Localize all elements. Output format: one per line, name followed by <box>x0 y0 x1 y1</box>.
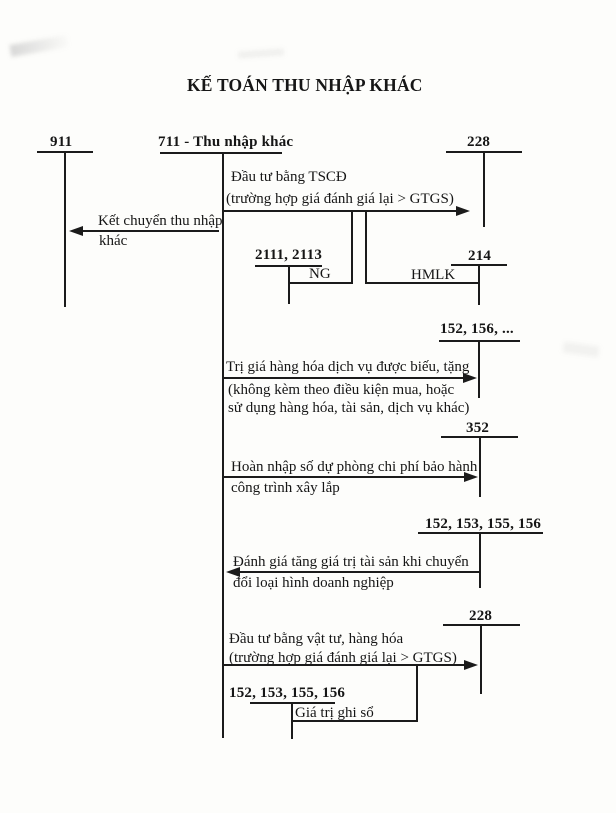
connector-ng-drop <box>351 211 353 284</box>
label-gia-tri-ghi-so: Giá trị ghi sổ <box>295 705 374 721</box>
account-152-156-stem <box>478 340 480 398</box>
flow-dau-tu-tscd-line1: Đầu tư bằng TSCĐ <box>231 169 347 185</box>
account-911-stem <box>64 151 66 307</box>
arrow-bieu-tang-head-right <box>463 373 477 383</box>
account-352-number: 352 <box>466 420 490 436</box>
account-352-stem <box>479 436 481 497</box>
arrow-hoan-nhap-head-right <box>464 472 478 482</box>
account-228-top-number: 228 <box>467 134 491 150</box>
connector-hmlk-line <box>367 282 479 284</box>
flow-danh-gia-line2: đổi loại hình doanh nghiệp <box>233 575 394 591</box>
arrow-bieu-tang-line <box>223 377 463 379</box>
arrow-ket-chuyen-head-left <box>69 226 83 236</box>
account-2111-2113-number: 2111, 2113 <box>255 247 323 263</box>
account-711-number: 711 - Thu nhập khác <box>158 134 294 150</box>
arrow-dau-tu-vat-tu-head-right <box>464 660 478 670</box>
account-711-stem <box>222 152 224 738</box>
account-228-bottom-number: 228 <box>469 608 493 624</box>
connector-ghi-so-line <box>291 720 418 722</box>
arrow-dau-tu-vat-tu-line <box>223 664 464 666</box>
account-152-153-155-156-right-number: 152, 153, 155, 156 <box>425 516 542 532</box>
flow-bieu-tang-line1: Trị giá hàng hóa dịch vụ được biếu, tặng <box>226 359 470 375</box>
account-228-top-stem <box>483 151 485 227</box>
account-911-number: 911 <box>50 134 73 150</box>
flow-dau-tu-vat-tu-line2: (trường hợp giá đánh giá lại > GTGS) <box>229 650 457 666</box>
arrow-hoan-nhap-line <box>223 476 464 478</box>
arrow-dau-tu-tscd-line <box>223 210 457 212</box>
connector-ng-line <box>289 282 352 284</box>
arrow-dau-tu-tscd-head-right <box>456 206 470 216</box>
scan-smudge <box>9 35 69 57</box>
flow-bieu-tang-line3: sử dụng hàng hóa, tài sản, dịch vụ khác) <box>228 400 470 416</box>
flow-danh-gia-line1: Đánh giá tăng giá trị tài sản khi chuyển <box>233 554 469 570</box>
connector-hmlk-drop <box>365 211 367 284</box>
arrow-danh-gia-head-left <box>226 567 240 577</box>
scan-smudge <box>562 341 600 358</box>
flow-dau-tu-tscd-line2: (trường hợp giá đánh giá lại > GTGS) <box>226 191 454 207</box>
account-214-number: 214 <box>468 248 492 264</box>
flow-hoan-nhap-line2: công trình xây lắp <box>231 480 340 496</box>
page-title: KẾ TOÁN THU NHẬP KHÁC <box>187 75 423 95</box>
flow-bieu-tang-line2: (không kèm theo điều kiện mua, hoặc <box>228 382 455 398</box>
arrow-ket-chuyen-line <box>82 230 219 232</box>
account-228-bottom-stem <box>480 624 482 694</box>
connector-ghi-so-drop <box>416 665 418 721</box>
flow-dau-tu-vat-tu-line1: Đầu tư bằng vật tư, hàng hóa <box>229 631 404 647</box>
flow-hoan-nhap-line1: Hoàn nhập số dự phòng chi phí bảo hành <box>231 459 478 475</box>
account-214-stem <box>478 264 480 305</box>
scan-smudge <box>237 48 285 59</box>
flow-ket-chuyen-line2: khác <box>99 233 128 249</box>
arrow-danh-gia-line <box>240 571 480 573</box>
account-711-underline <box>160 152 282 154</box>
account-152-153-155-156-right-stem <box>479 532 481 588</box>
account-152-156-number: 152, 156, ... <box>440 321 514 337</box>
flow-ket-chuyen-line1: Kết chuyển thu nhập <box>98 213 223 229</box>
account-152-153-155-156-bottom-number: 152, 153, 155, 156 <box>229 685 346 701</box>
label-hmlk: HMLK <box>411 267 456 283</box>
account-2111-2113-stem <box>288 265 290 304</box>
label-ng: NG <box>309 266 331 282</box>
